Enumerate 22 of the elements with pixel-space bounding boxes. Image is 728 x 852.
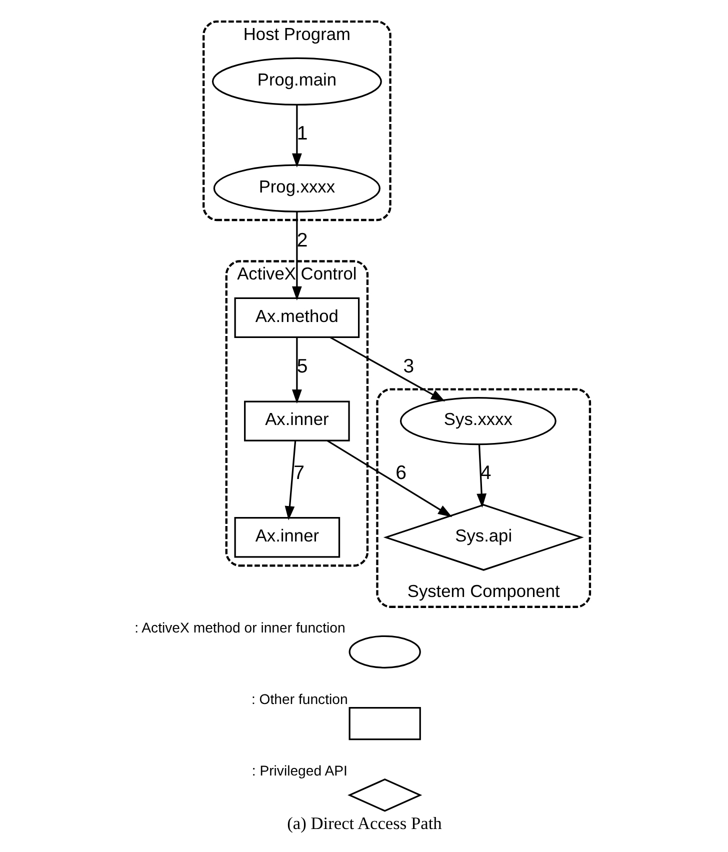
legend-label: : Privileged API	[251, 762, 347, 779]
edge-label: 2	[296, 230, 308, 252]
arrow	[326, 440, 452, 518]
edge-label: 6	[395, 462, 406, 484]
edge-label: 5	[296, 355, 308, 378]
arrow	[292, 104, 302, 168]
node-ellipse: Prog.main	[211, 57, 382, 106]
arrow	[329, 336, 445, 402]
caption: (a) Direct Access Path	[286, 814, 442, 834]
node-ellipse: Prog.xxxx	[212, 164, 380, 212]
edge-label: 1	[296, 122, 308, 145]
node-box: Ax.method	[234, 297, 360, 338]
node-box: Ax.inner	[244, 400, 350, 442]
node-ellipse: Sys.xxxx	[399, 396, 556, 446]
edge-label: 3	[402, 355, 414, 378]
arrow	[284, 440, 296, 520]
arrow	[292, 212, 302, 300]
node-box: Ax.inner	[234, 517, 340, 558]
legend-label: : ActiveX method or inner function	[134, 619, 345, 636]
edge-label: 7	[293, 462, 304, 484]
legend-label: : Other function	[250, 690, 348, 707]
arrow	[292, 337, 302, 404]
